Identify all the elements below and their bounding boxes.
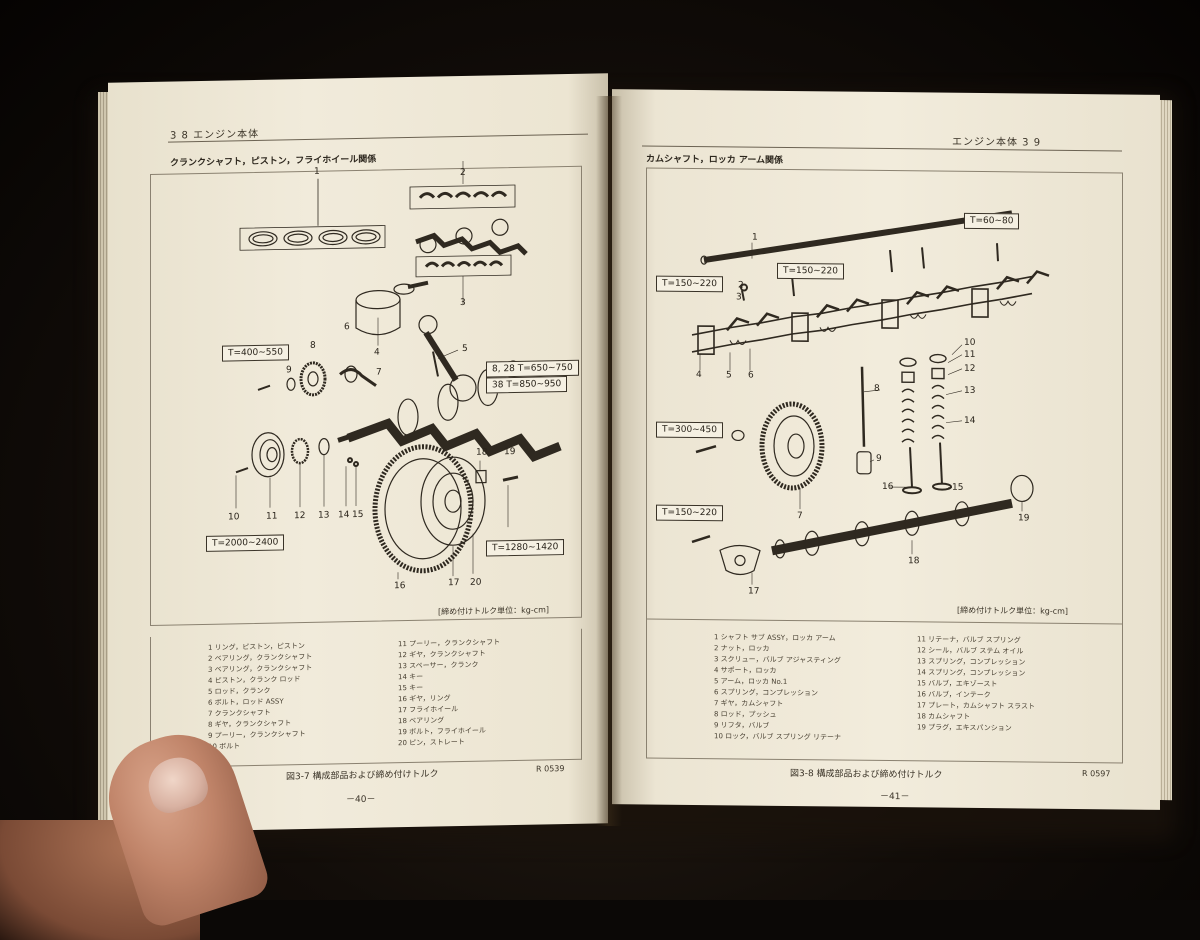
part-7-drawing [340, 366, 376, 387]
part-label-18: 18 [476, 448, 487, 458]
part-label-3: 3 [460, 298, 466, 308]
left-page: 3 8 エンジン本体 クランクシャフト，ピストン，フライホイール関係 [108, 73, 608, 833]
part-label-9: 9 [286, 365, 292, 375]
part-label-17: 17 [748, 587, 759, 597]
part-label-15: 15 [352, 510, 363, 520]
torque-unit-note: [締め付けトルク単位：kg-cm] [957, 605, 1068, 617]
part-label-19: 19 [504, 447, 515, 457]
part-label-9: 9 [876, 454, 882, 464]
part-label-2: 2 [460, 168, 466, 178]
push-rod-drawing [857, 367, 871, 474]
part-label-6: 6 [748, 371, 754, 381]
torque-spec-box: T=2000~2400 [206, 534, 284, 552]
part-label-19: 19 [1018, 513, 1029, 523]
part-label-13: 13 [964, 386, 975, 396]
crank-pulley-drawing [252, 432, 329, 477]
part-label-1: 1 [314, 167, 320, 177]
part-label-2: 2 [738, 280, 744, 290]
torque-spec-box: 8, 28 T=650~750 [486, 360, 579, 378]
book-spine-gutter [596, 96, 622, 826]
piston-drawing [356, 283, 428, 335]
figure-ref-code: R 0597 [1082, 769, 1110, 778]
torque-spec-box: T=150~220 [777, 263, 844, 280]
part-label-5: 5 [462, 344, 468, 354]
part-label-7: 7 [376, 368, 382, 378]
figure-caption: 図3-8 構成部品および締め付けトルク [790, 766, 943, 781]
page-number: －40－ [346, 792, 375, 806]
torque-spec-box: 38 T=850~950 [486, 376, 567, 394]
part-label-14: 14 [964, 416, 975, 426]
legend-frame [646, 617, 1123, 763]
part-label-11: 11 [964, 350, 975, 360]
torque-spec-box: T=150~220 [656, 276, 723, 293]
part-label-12: 12 [964, 364, 975, 374]
valve-spring-drawing [900, 354, 946, 442]
part-label-17: 17 [448, 578, 459, 588]
thrust-plate-drawing [692, 536, 760, 575]
camshaft-drawing [772, 473, 1033, 561]
part-label-8: 8 [874, 384, 880, 394]
bolts-drawing [236, 384, 358, 472]
right-page: エンジン本体 3 9 カムシャフト，ロッカ アーム関係 [612, 89, 1160, 810]
piston-rings-drawing [240, 177, 385, 250]
part-label-4: 4 [374, 348, 380, 358]
part-label-1: 1 [752, 233, 758, 243]
torque-spec-box: T=150~220 [656, 505, 723, 522]
figure-ref-code: R 0539 [536, 764, 564, 774]
bearing-set-top [410, 185, 515, 209]
part-label-20: 20 [470, 578, 481, 588]
camshaft-gear-drawing [732, 403, 822, 488]
part-label-12: 12 [294, 511, 305, 521]
part-label-14: 14 [338, 510, 349, 520]
part-label-3: 3 [736, 292, 742, 302]
part-label-4: 4 [696, 370, 702, 380]
part-label-11: 11 [266, 512, 277, 522]
part-label-16: 16 [394, 581, 405, 591]
part-label-10: 10 [228, 512, 239, 522]
part-label-16: 16 [882, 482, 893, 492]
part-label-7: 7 [797, 511, 803, 521]
part-label-8: 8 [310, 341, 316, 351]
connecting-rod-drawing [419, 315, 476, 402]
torque-unit-note: [締め付けトルク単位：kg-cm] [438, 604, 549, 617]
torque-spec-box: T=300~450 [656, 422, 723, 439]
gear-bolt-drawing [696, 446, 716, 452]
torque-spec-box: T=60~80 [964, 213, 1019, 230]
part-label-5: 5 [726, 370, 732, 380]
crank-gear-drawing [287, 363, 325, 396]
part-label-18: 18 [908, 556, 919, 566]
rocker-arm-assembly-drawing [692, 268, 1049, 358]
part-label-6: 6 [344, 322, 350, 332]
torque-spec-box: T=400~550 [222, 344, 289, 361]
part-label-10: 10 [964, 338, 975, 348]
valves-drawing [903, 442, 951, 494]
crankshaft-top-drawing [416, 219, 526, 256]
part-label-15: 15 [952, 483, 963, 493]
part-label-13: 13 [318, 511, 329, 521]
torque-spec-box: T=1280~1420 [486, 539, 564, 557]
bearing-set-bottom [416, 255, 511, 277]
page-number: －41－ [880, 789, 909, 802]
